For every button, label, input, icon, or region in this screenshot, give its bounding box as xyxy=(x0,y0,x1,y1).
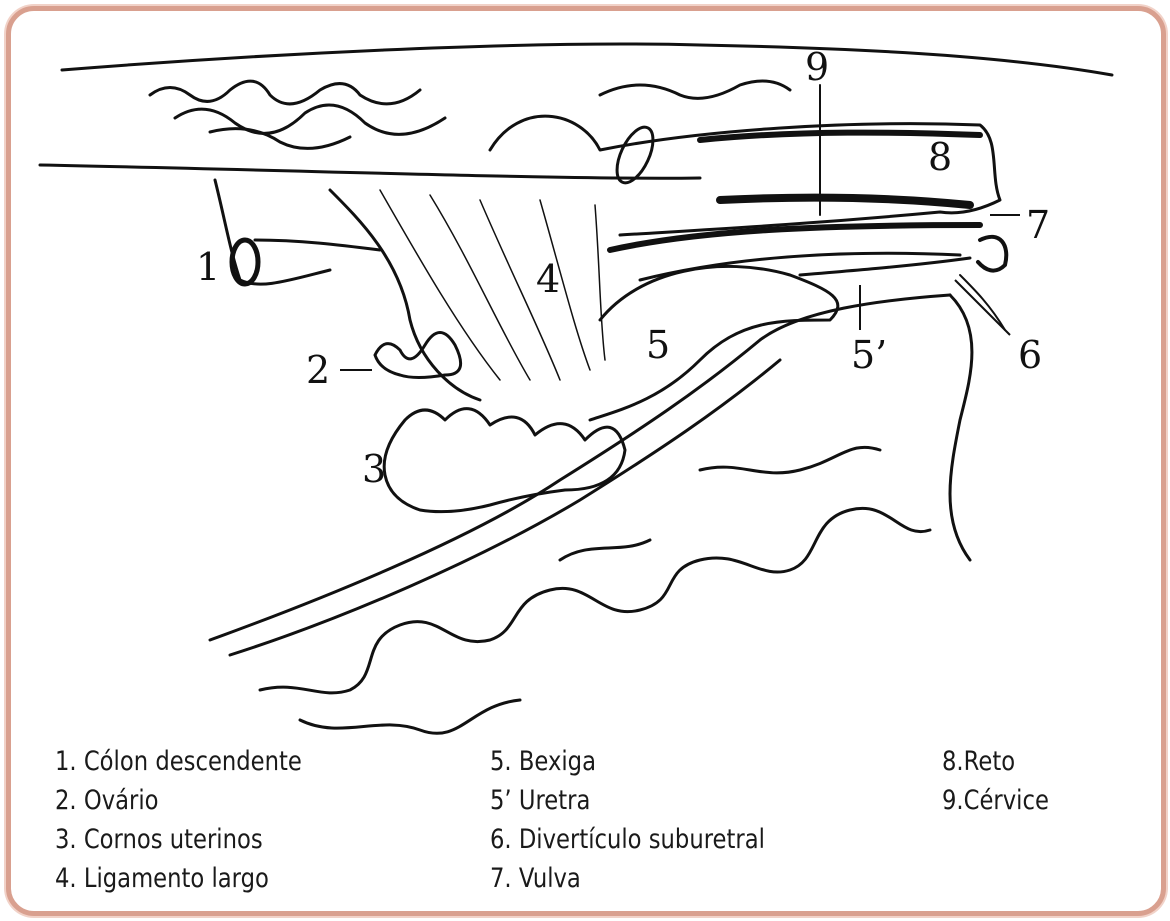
callout-9: 9 xyxy=(805,45,829,89)
bladder xyxy=(590,266,838,420)
legend-item: 8.Reto xyxy=(942,742,1049,781)
abdominal-floor xyxy=(210,295,950,640)
intestines xyxy=(260,508,930,693)
body-wall xyxy=(40,165,700,178)
legend: 1. Cólon descendente 2. Ovário 3. Cornos… xyxy=(0,742,1170,912)
callout-5-prime: 5’ xyxy=(851,333,887,377)
callout-4: 4 xyxy=(536,257,560,301)
legend-column-2: 5. Bexiga 5’ Uretra 6. Divertículo subur… xyxy=(490,742,817,898)
legend-item: 2. Ovário xyxy=(55,781,302,820)
callout-1: 1 xyxy=(196,245,220,289)
callout-2: 2 xyxy=(306,348,330,392)
broad-ligament xyxy=(330,190,480,400)
legend-item: 4. Ligamento largo xyxy=(55,859,302,898)
callout-5: 5 xyxy=(646,323,670,367)
legend-item: 3. Cornos uterinos xyxy=(55,820,302,859)
spine-outline xyxy=(62,44,1112,75)
callout-3: 3 xyxy=(362,447,386,491)
legend-column-1: 1. Cólon descendente 2. Ovário 3. Cornos… xyxy=(55,742,349,898)
legend-column-3: 8.Reto 9.Cérvice xyxy=(942,742,1069,820)
callout-7: 7 xyxy=(1026,203,1050,247)
callout-8: 8 xyxy=(928,135,952,179)
legend-item: 7. Vulva xyxy=(490,859,765,898)
callout-6: 6 xyxy=(1018,333,1042,377)
legend-item: 5’ Uretra xyxy=(490,781,765,820)
legend-item: 5. Bexiga xyxy=(490,742,765,781)
legend-item: 6. Divertículo suburetral xyxy=(490,820,765,859)
legend-item: 1. Cólon descendente xyxy=(55,742,302,781)
legend-item: 9.Cérvice xyxy=(942,781,1049,820)
